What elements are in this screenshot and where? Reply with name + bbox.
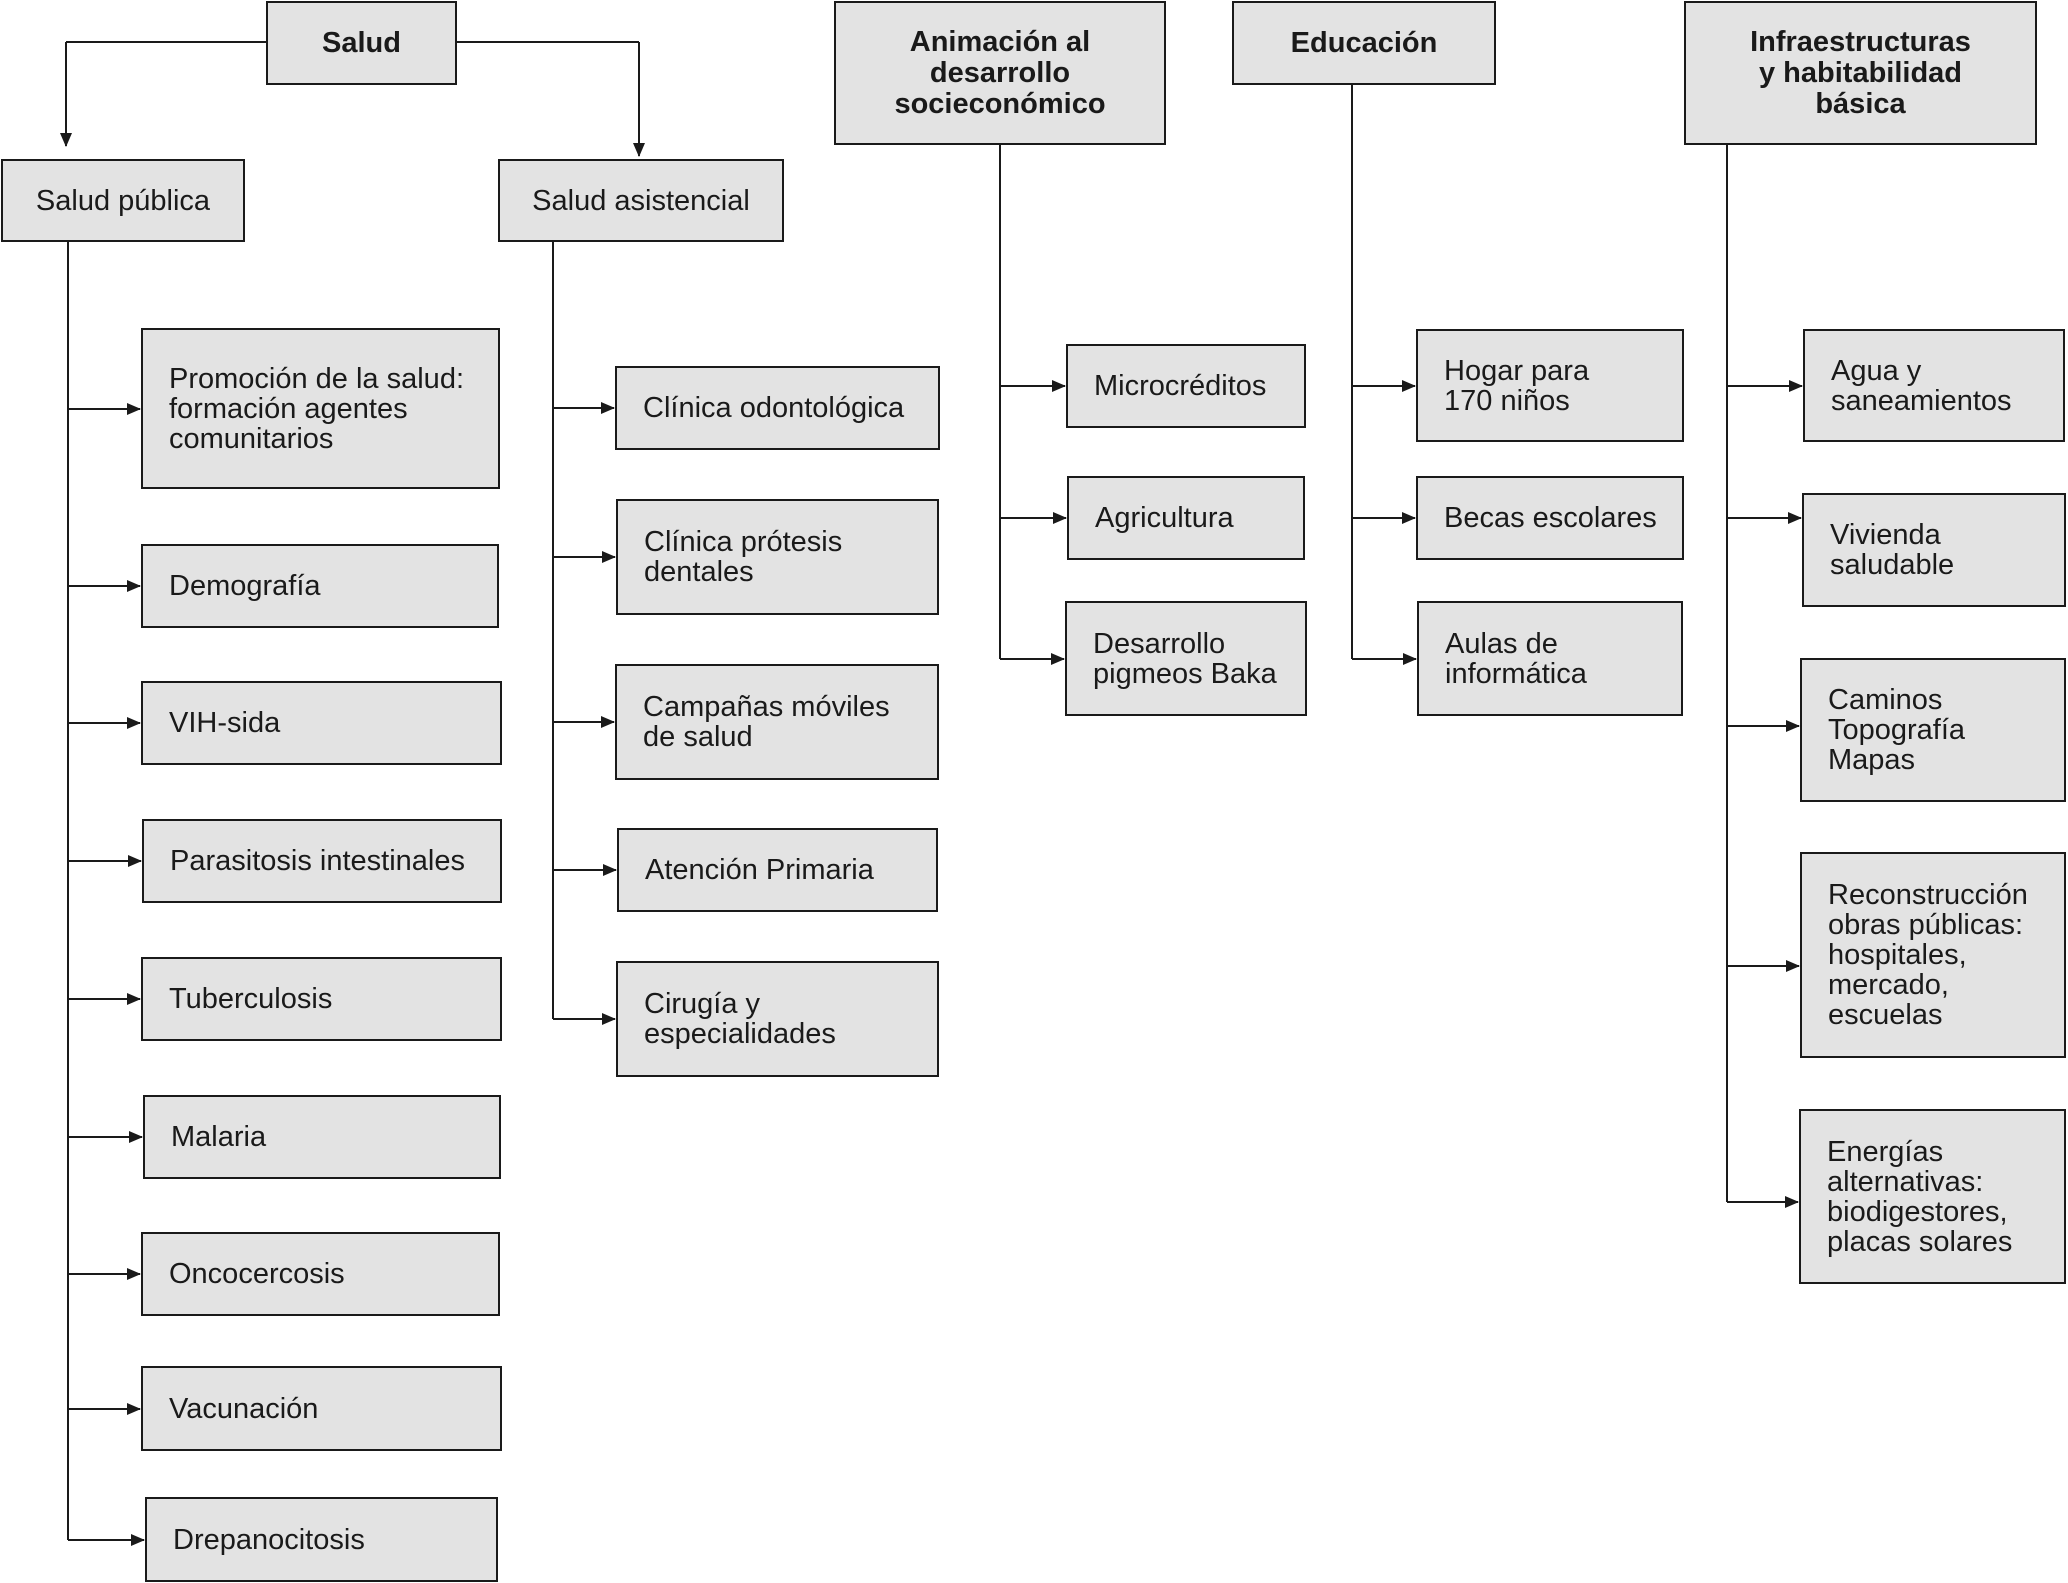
node-salud-asistencial: Salud asistencial	[498, 159, 784, 242]
animacion-item-1: Microcréditos	[1066, 344, 1306, 428]
salud-publica-item-9: Drepanocitosis	[145, 1497, 498, 1582]
salud-publica-item-7: Oncocercosis	[141, 1232, 500, 1316]
node-infraestructuras-label: y habitabilidad	[1758, 56, 1963, 89]
salud-asistencial-item-3-label: de salud	[643, 721, 753, 753]
salud-asistencial-item-1: Clínica odontológica	[615, 366, 940, 450]
salud-publica-item-2-label: Demografía	[169, 570, 321, 602]
salud-publica-item-7-label: Oncocercosis	[169, 1258, 345, 1290]
infraestructuras-item-1-label: Agua y	[1831, 354, 1922, 387]
infraestructuras-item-5-label: placas solares	[1827, 1225, 2013, 1258]
salud-publica-item-5-label: Tuberculosis	[169, 983, 333, 1015]
salud-publica-item-2: Demografía	[141, 544, 499, 628]
infraestructuras-item-4-label: escuelas	[1828, 999, 1943, 1031]
salud-publica-item-8-label: Vacunación	[169, 1392, 319, 1425]
infraestructuras-item-3-label: Topografía	[1828, 714, 1966, 746]
salud-publica-item-4-label: Parasitosis intestinales	[170, 845, 465, 877]
animacion-item-2: Agricultura	[1067, 476, 1305, 560]
infraestructuras-item-4-label: mercado,	[1828, 969, 1949, 1001]
educacion-item-2-label: Becas escolares	[1444, 502, 1657, 534]
salud-asistencial-item-5-label: Cirugía y	[644, 988, 761, 1020]
animacion-item-2-label: Agricultura	[1095, 502, 1234, 534]
salud-publica-item-1-label: Promoción de la salud:	[169, 362, 464, 395]
node-educacion: Educación	[1232, 1, 1496, 85]
node-educacion-label: Educación	[1290, 26, 1438, 59]
salud-asistencial-item-4: Atención Primaria	[617, 828, 938, 912]
educacion-item-3-label: Aulas de	[1445, 627, 1558, 660]
salud-publica-item-8: Vacunación	[141, 1366, 502, 1451]
salud-publica-item-1-label: formación agentes	[169, 392, 408, 425]
node-salud: Salud	[266, 1, 457, 85]
infraestructuras-item-3-label: Mapas	[1828, 744, 1916, 776]
node-animacion-label: Animación al	[909, 25, 1091, 58]
infraestructuras-item-4-label: Reconstrucción	[1828, 879, 2028, 911]
salud-asistencial-item-5-label: especialidades	[644, 1018, 836, 1050]
animacion-item-3-label: Desarrollo	[1093, 627, 1226, 660]
salud-asistencial-item-5: Cirugía y especialidades	[616, 961, 939, 1077]
node-salud-label: Salud	[322, 26, 401, 59]
salud-publica-item-9-label: Drepanocitosis	[173, 1523, 365, 1556]
salud-asistencial-item-2-label: dentales	[644, 556, 754, 588]
educacion-item-1-label: 170 niños	[1444, 384, 1570, 417]
infraestructuras-item-2-label: saludable	[1830, 549, 1955, 581]
salud-publica-item-1-label: comunitarios	[169, 422, 334, 455]
animacion-item-3-label: pigmeos Baka	[1093, 657, 1277, 690]
salud-asistencial-item-3-label: Campañas móviles	[643, 691, 890, 723]
node-infraestructuras-label: Infraestructuras	[1750, 25, 1971, 58]
infraestructuras-item-4-label: hospitales,	[1828, 939, 1967, 971]
node-animacion-label: socieconómico	[894, 87, 1106, 120]
educacion-item-3-label: informática	[1445, 657, 1587, 690]
salud-asistencial-item-4-label: Atención Primaria	[645, 854, 874, 886]
infraestructuras-item-5-label: alternativas:	[1827, 1165, 1984, 1198]
infraestructuras-item-5-label: Energías	[1827, 1135, 1944, 1168]
node-salud-publica: Salud pública	[1, 159, 245, 242]
infraestructuras-item-4-label: obras públicas:	[1828, 909, 2024, 941]
infraestructuras-item-5-label: biodigestores,	[1827, 1195, 2008, 1228]
salud-publica-item-6-label: Malaria	[171, 1121, 267, 1153]
salud-publica-item-6: Malaria	[143, 1095, 501, 1179]
salud-publica-item-3-label: VIH-sida	[169, 707, 281, 739]
educacion-item-2: Becas escolares	[1416, 476, 1684, 560]
salud-asistencial-item-3: Campañas móviles de salud	[615, 664, 939, 780]
salud-publica-item-5: Tuberculosis	[141, 957, 502, 1041]
infraestructuras-item-1-label: saneamientos	[1831, 384, 2012, 417]
infraestructuras-item-2-label: Vivienda	[1830, 519, 1941, 551]
node-animacion-label: desarrollo	[929, 56, 1071, 89]
salud-publica-item-4: Parasitosis intestinales	[142, 819, 502, 903]
salud-asistencial-item-1-label: Clínica odontológica	[643, 392, 905, 424]
educacion-item-1-label: Hogar para	[1444, 354, 1590, 387]
infraestructuras-item-3-label: Caminos	[1828, 684, 1943, 716]
node-salud-publica-label: Salud pública	[35, 184, 211, 217]
node-infraestructuras-label: básica	[1815, 87, 1906, 120]
salud-asistencial-item-2-label: Clínica prótesis	[644, 526, 843, 558]
animacion-item-1-label: Microcréditos	[1094, 370, 1267, 402]
salud-publica-item-3: VIH-sida	[141, 681, 502, 765]
node-salud-asistencial-label: Salud asistencial	[532, 184, 750, 217]
